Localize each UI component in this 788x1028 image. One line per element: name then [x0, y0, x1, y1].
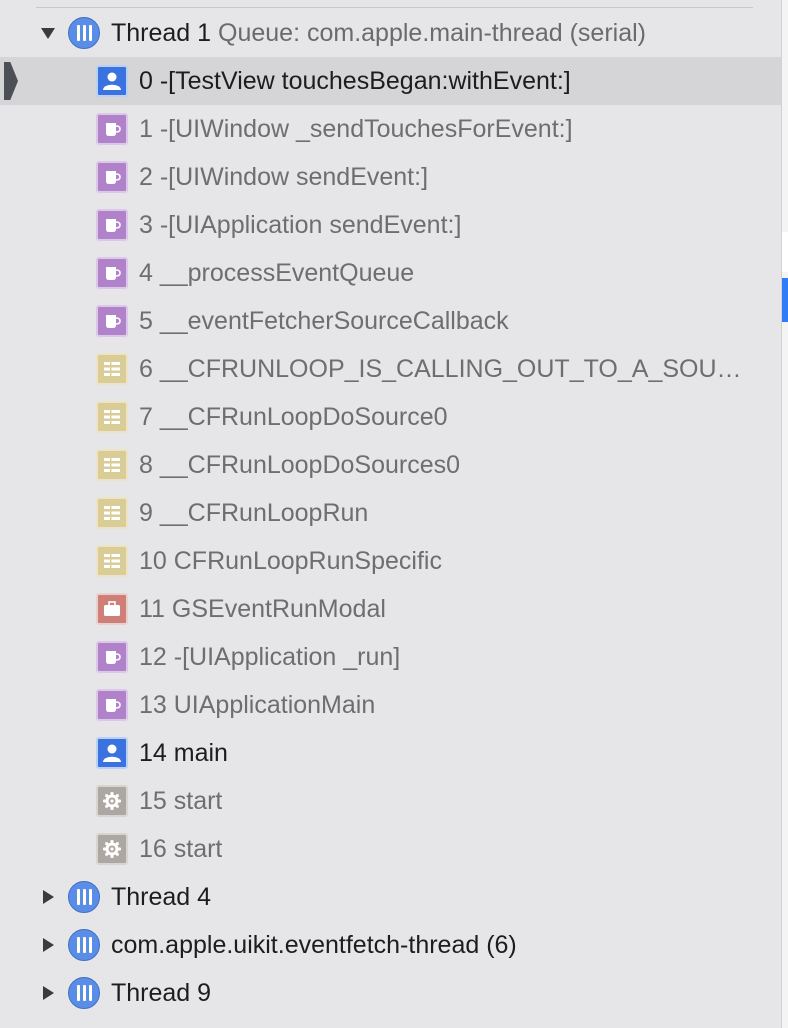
stack-frame-label: 14 main	[139, 738, 228, 767]
stack-frame-label: 0 -[TestView touchesBegan:withEvent:]	[139, 66, 571, 95]
thread-row[interactable]: com.apple.uikit.eventfetch-thread (6)	[0, 921, 781, 969]
stack-frame-label: 11 GSEventRunModal	[139, 594, 386, 623]
stack-frame-label: 8 __CFRunLoopDoSources0	[139, 450, 461, 479]
thread-name: Thread 1	[111, 18, 212, 47]
thread-row[interactable]: Thread 1 Queue: com.apple.main-thread (s…	[0, 9, 781, 57]
stack-frame-row[interactable]: 16 start	[0, 825, 781, 873]
thread-row[interactable]: Thread 9	[0, 969, 781, 1017]
cup-icon	[96, 305, 128, 337]
stack-frame-row[interactable]: 9 __CFRunLoopRun	[0, 489, 781, 537]
stack-frame-row[interactable]: 13 UIApplicationMain	[0, 681, 781, 729]
thread-label: com.apple.uikit.eventfetch-thread (6)	[111, 931, 517, 960]
thread-row[interactable]: Thread 4	[0, 873, 781, 921]
stack-frame-row[interactable]: 4 __processEventQueue	[0, 249, 781, 297]
stack-frame-row[interactable]: 15 start	[0, 777, 781, 825]
cup-icon	[96, 113, 128, 145]
disclosure-collapsed-icon[interactable]	[39, 936, 57, 954]
stack-frame-label: 16 start	[139, 834, 223, 863]
disclosure-collapsed-icon[interactable]	[39, 984, 57, 1002]
cup-icon	[96, 689, 128, 721]
disclosure-collapsed-icon[interactable]	[39, 888, 57, 906]
disclosure-expanded-icon[interactable]	[39, 24, 57, 42]
stack-frame-label: 4 __processEventQueue	[139, 258, 415, 287]
thread-label: Thread 1 Queue: com.apple.main-thread (s…	[111, 19, 646, 48]
cup-icon	[96, 161, 128, 193]
stack-frame-label: 7 __CFRunLoopDoSource0	[139, 402, 448, 431]
gear-icon	[96, 785, 128, 817]
grid-icon	[96, 497, 128, 529]
stack-frame-row[interactable]: 8 __CFRunLoopDoSources0	[0, 441, 781, 489]
stack-frame-label: 6 __CFRUNLOOP_IS_CALLING_OUT_TO_A_SOURC.…	[139, 354, 759, 383]
stack-frame-label: 2 -[UIWindow sendEvent:]	[139, 162, 429, 191]
stack-frame-label: 12 -[UIApplication _run]	[139, 642, 401, 671]
scroll-edge	[781, 0, 788, 1028]
briefcase-icon	[96, 593, 128, 625]
program-counter-marker	[4, 62, 18, 100]
stack-frame-row[interactable]: 6 __CFRUNLOOP_IS_CALLING_OUT_TO_A_SOURC.…	[0, 345, 781, 393]
thread-name: Thread 9	[111, 978, 212, 1007]
thread-label: Thread 9	[111, 979, 211, 1008]
gear-icon	[96, 833, 128, 865]
stack-frame-row[interactable]: 2 -[UIWindow sendEvent:]	[0, 153, 781, 201]
thread-queue: Queue: com.apple.main-thread (serial)	[218, 18, 646, 47]
user-icon	[96, 65, 128, 97]
grid-icon	[96, 449, 128, 481]
stack-frame-label: 9 __CFRunLoopRun	[139, 498, 369, 527]
thread-icon	[68, 977, 100, 1009]
stack-frame-row[interactable]: 12 -[UIApplication _run]	[0, 633, 781, 681]
stack-frame-row[interactable]: 5 __eventFetcherSourceCallback	[0, 297, 781, 345]
thread-label: Thread 4	[111, 883, 211, 912]
stack-frame-row[interactable]: 3 -[UIApplication sendEvent:]	[0, 201, 781, 249]
edge-highlight	[782, 232, 788, 272]
edge-indicator	[782, 278, 788, 322]
thread-icon	[68, 881, 100, 913]
user-icon	[96, 737, 128, 769]
stack-frame-label: 3 -[UIApplication sendEvent:]	[139, 210, 462, 239]
thread-name: com.apple.uikit.eventfetch-thread (6)	[111, 930, 517, 959]
stack-frame-row[interactable]: 14 main	[0, 729, 781, 777]
cup-icon	[96, 641, 128, 673]
stack-frame-row[interactable]: 0 -[TestView touchesBegan:withEvent:]	[0, 57, 781, 105]
thread-icon	[68, 929, 100, 961]
stack-frame-label: 13 UIApplicationMain	[139, 690, 376, 719]
stack-frame-row[interactable]: 10 CFRunLoopRunSpecific	[0, 537, 781, 585]
thread-icon	[68, 17, 100, 49]
stack-frame-label: 10 CFRunLoopRunSpecific	[139, 546, 442, 575]
cup-icon	[96, 209, 128, 241]
grid-icon	[96, 545, 128, 577]
thread-name: Thread 4	[111, 882, 212, 911]
stack-frame-label: 15 start	[139, 786, 223, 815]
divider	[36, 7, 753, 8]
stack-frame-label: 5 __eventFetcherSourceCallback	[139, 306, 509, 335]
cup-icon	[96, 257, 128, 289]
grid-icon	[96, 353, 128, 385]
grid-icon	[96, 401, 128, 433]
stack-frame-row[interactable]: 1 -[UIWindow _sendTouchesForEvent:]	[0, 105, 781, 153]
stack-frame-label: 1 -[UIWindow _sendTouchesForEvent:]	[139, 114, 573, 143]
stack-frame-row[interactable]: 11 GSEventRunModal	[0, 585, 781, 633]
stack-frame-row[interactable]: 7 __CFRunLoopDoSource0	[0, 393, 781, 441]
